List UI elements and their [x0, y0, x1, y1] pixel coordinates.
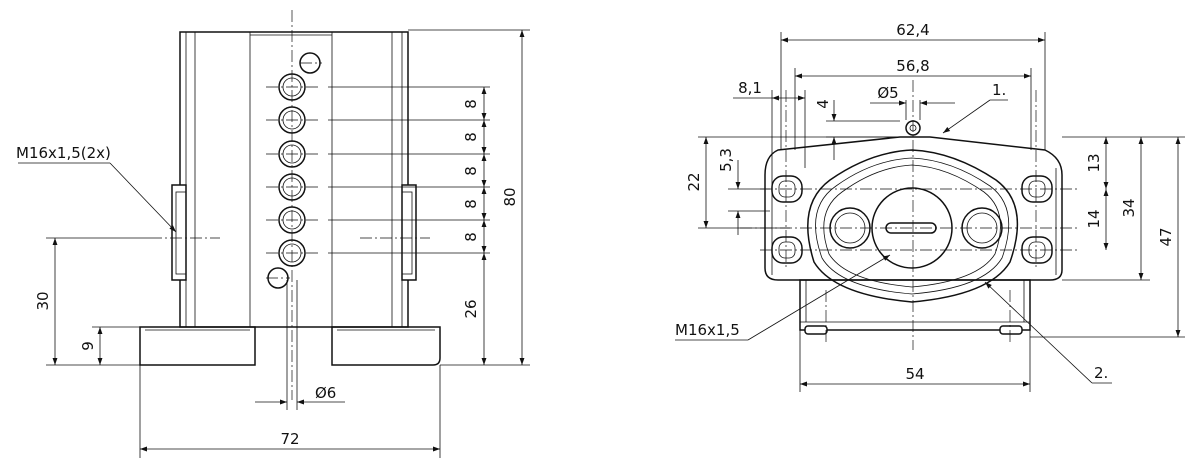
port-hole-4 — [278, 173, 306, 201]
side-view: 62,4 56,8 8,1 Ø5 4 1. 22 5 — [675, 21, 1185, 392]
front-view: 8 8 8 8 8 26 80 30 9 M16x1,5(2x) Ø6 72 — [16, 10, 530, 458]
dim-bottom-to-first: 26 — [462, 299, 480, 318]
port-hole-6 — [278, 239, 306, 267]
dim-port-center-height: 30 — [34, 291, 52, 310]
dim-top-offset: 4 — [814, 99, 832, 109]
dim-left-small: 5,3 — [717, 148, 735, 172]
callout-thread-left: M16x1,5(2x) — [16, 144, 111, 162]
port-hole-3 — [278, 140, 306, 168]
dim-width-outer: 62,4 — [896, 21, 929, 39]
callout-thread-right: M16x1,5 — [675, 321, 740, 339]
port-hole-5 — [278, 206, 306, 234]
port-holes — [266, 52, 322, 289]
right-side-port — [401, 184, 417, 281]
side-flange — [764, 136, 1063, 281]
dim-base-height: 9 — [79, 341, 97, 351]
dim-right-top: 13 — [1085, 153, 1103, 172]
callout-item-2: 2. — [1094, 364, 1108, 382]
front-body — [179, 31, 409, 328]
callout-item-1: 1. — [992, 81, 1006, 99]
dim-width-inner: 56,8 — [896, 57, 929, 75]
dim-right-47: 47 — [1157, 227, 1175, 246]
dim-pin-diameter: Ø5 — [877, 84, 898, 102]
dim-pitch-4: 8 — [462, 199, 480, 209]
side-bottom-bar — [799, 279, 1031, 331]
dim-port-diameter: Ø6 — [315, 384, 336, 402]
dim-pitch-2: 8 — [462, 132, 480, 142]
dim-left-height: 22 — [685, 172, 703, 191]
dim-overall-height: 80 — [501, 187, 519, 206]
port-hole-2 — [278, 106, 306, 134]
dim-bottom-width: 54 — [905, 365, 924, 383]
front-base-plate — [139, 326, 441, 366]
left-side-port — [171, 184, 187, 281]
dim-right-34: 34 — [1120, 198, 1138, 217]
dim-base-width: 72 — [280, 430, 299, 448]
dim-right-mid: 14 — [1085, 209, 1103, 228]
dim-pitch-5: 8 — [462, 232, 480, 242]
dim-pitch-3: 8 — [462, 166, 480, 176]
port-hole-1 — [278, 73, 306, 101]
dim-offset-left: 8,1 — [738, 79, 762, 97]
dim-pitch-1: 8 — [462, 99, 480, 109]
diamond-housing — [807, 149, 1019, 303]
